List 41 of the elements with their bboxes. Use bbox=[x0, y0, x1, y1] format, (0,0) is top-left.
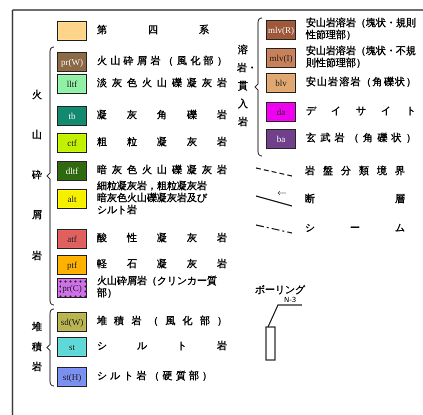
legend-text: 断層 bbox=[305, 194, 405, 206]
legend-swatch: ba bbox=[266, 129, 296, 149]
legend-text: シルト岩 bbox=[97, 341, 227, 353]
legend-text: 淡灰色火山礫凝灰岩 bbox=[97, 78, 227, 90]
legend-text: シーム bbox=[305, 223, 405, 235]
legend-swatch: mlv(I) bbox=[266, 48, 296, 68]
legend-swatch: st(H) bbox=[57, 367, 87, 387]
legend-text: 粗粒凝灰岩 bbox=[97, 137, 227, 149]
legend-text: 安山岩溶岩（塊状・規則性節理部） bbox=[306, 18, 416, 42]
legend-swatch: ctf bbox=[57, 133, 87, 153]
legend-text: 玄武岩（角礫状） bbox=[306, 133, 416, 145]
legend-swatch: pr(C) bbox=[57, 278, 87, 298]
legend-swatch: pr(W) bbox=[57, 52, 87, 72]
legend-text: 安山岩溶岩（角礫状） bbox=[306, 77, 416, 89]
legend-text: デイサイト bbox=[306, 106, 416, 118]
title-text: ボーリング bbox=[255, 285, 305, 296]
legend-text: 堆積岩（風化部） bbox=[97, 316, 227, 328]
legend-swatch: sd(W) bbox=[57, 312, 87, 332]
legend-text: 軽石凝灰岩 bbox=[97, 259, 227, 271]
legend-swatch: tb bbox=[57, 106, 87, 126]
legend-text: 第四系 bbox=[97, 25, 209, 37]
legend-text: 火山砕屑岩（風化部） bbox=[97, 56, 227, 68]
legend-swatch: ptf bbox=[57, 255, 87, 275]
legend-text: シルト岩（硬質部） bbox=[97, 371, 212, 383]
legend-swatch: st bbox=[57, 337, 87, 357]
legend-swatch: mlv(R) bbox=[266, 20, 296, 40]
group-label: 堆積岩 bbox=[31, 320, 43, 375]
legend-swatch: lltf bbox=[57, 74, 87, 94]
legend-text: 細粒凝灰岩，粗粒凝灰岩暗灰色火山礫凝灰岩及びシルト岩 bbox=[97, 181, 208, 217]
group-label: 火山砕屑岩 bbox=[31, 88, 43, 264]
legend-swatch: atf bbox=[57, 229, 87, 249]
legend-swatch: dltf bbox=[57, 161, 87, 181]
legend-swatch: alt bbox=[57, 189, 87, 209]
legend-text: 安山岩溶岩（塊状・不規則性節理部） bbox=[306, 46, 416, 70]
legend-swatch: blv bbox=[266, 73, 296, 93]
legend-swatch: da bbox=[266, 102, 296, 122]
legend-text: 岩盤分類境界 bbox=[305, 166, 405, 178]
legend-text: 凝灰角礫岩 bbox=[97, 110, 227, 122]
legend-text: 暗灰色火山礫凝灰岩 bbox=[97, 165, 227, 177]
legend-text: 酸性凝灰岩 bbox=[97, 233, 227, 245]
legend-text: 火山砕屑岩（クリンカー質部） bbox=[97, 276, 218, 300]
